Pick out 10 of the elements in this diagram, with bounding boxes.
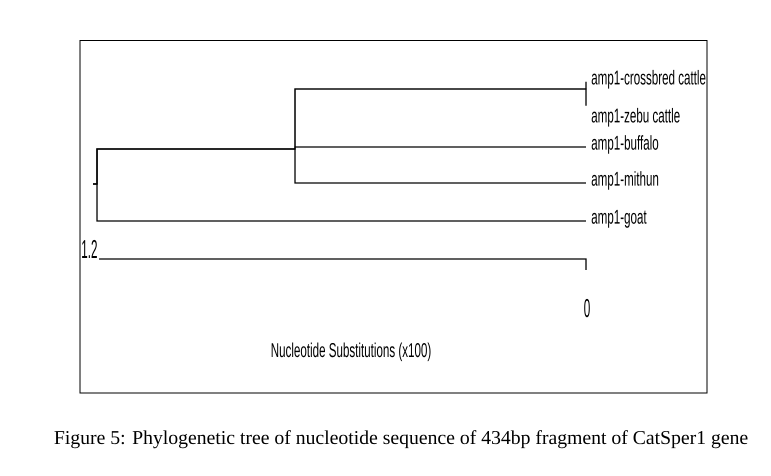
tree-branch — [92, 183, 586, 222]
taxon-label: amp1-buffalo — [592, 135, 658, 154]
figure-caption: Figure 5: Phylogenetic tree of nucleotide sequence of 434bp fragment of CatSper1 gene — [54, 430, 748, 448]
taxon-label: amp1-crossbred cattle — [592, 70, 706, 89]
taxon-label: amp1-mithun — [592, 171, 658, 190]
scale-title: Nucleotide Substitutions (x100) — [272, 342, 431, 362]
taxon-label: amp1-goat — [592, 210, 647, 228]
taxon-label: amp1-zebu cattle — [592, 108, 680, 127]
scale-value: 0 — [584, 298, 590, 318]
scale-value: 1.2 — [82, 240, 97, 258]
